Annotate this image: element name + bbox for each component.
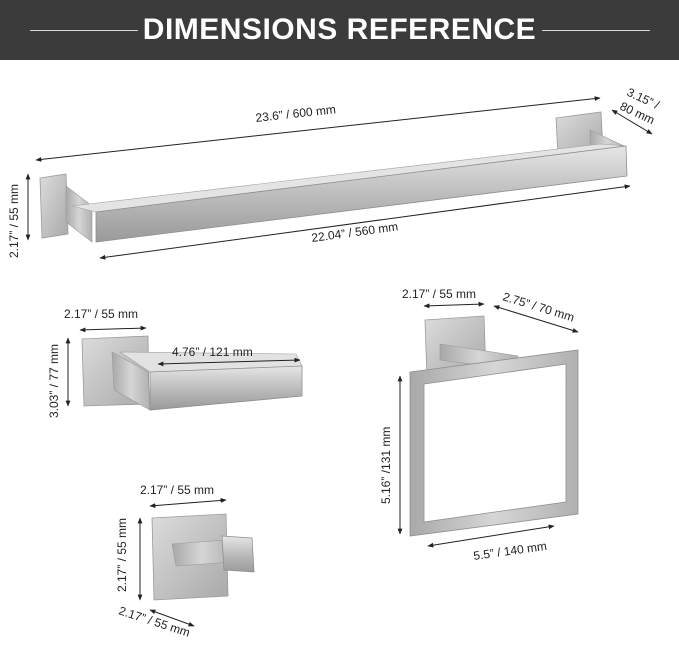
towel-bar — [39, 111, 628, 243]
banner-rule-right — [542, 30, 650, 31]
towel-ring-projection-label: 2.75” / 70 mm — [501, 289, 576, 324]
robe-hook-cap — [221, 535, 255, 573]
title-banner: DIMENSIONS REFERENCE — [0, 0, 679, 60]
banner-rule-left — [30, 30, 138, 31]
towel-bar-length-label: 23.6” / 600 mm — [255, 102, 337, 125]
towel-bar-bar-line — [99, 184, 631, 260]
towel-bar-projection-line — [611, 109, 653, 135]
towel-ring-bottom-label: 5.5” / 140 mm — [472, 539, 547, 563]
towel-bar-left-plate — [39, 173, 69, 239]
towel-ring-height-label: 5.16” /131 mm — [379, 427, 393, 504]
paper-holder-width-label: 2.17” / 55 mm — [64, 307, 138, 321]
towel-bar-height-label: 2.17” / 55 mm — [7, 184, 21, 258]
robe-hook-height-label: 2.17” / 55 mm — [115, 518, 129, 592]
paper-holder-height-label: 3.03” / 77 mm — [47, 344, 61, 418]
robe-hook-width-line — [149, 498, 227, 508]
towel-ring-width-line — [423, 301, 485, 309]
page-title: DIMENSIONS REFERENCE — [142, 13, 537, 46]
towel-ring-projection-line — [493, 305, 579, 333]
towel-ring-bottom-line — [427, 524, 555, 548]
towel-ring-width-label: 2.17” / 55 mm — [402, 287, 476, 301]
towel-ring-frame — [409, 349, 579, 537]
paper-holder-arm-label: 4.76” / 121 mm — [172, 345, 253, 359]
robe-hook-width-label: 2.17” / 55 mm — [140, 483, 214, 497]
towel-ring — [409, 315, 579, 537]
robe-hook — [151, 513, 255, 601]
towel-bar-length-line — [35, 96, 601, 162]
dimension-lines — [25, 96, 653, 627]
towel-bar-left-post — [65, 185, 93, 243]
paper-holder-arm-line — [157, 357, 301, 367]
paper-holder-arm-front — [149, 365, 303, 411]
robe-hook-depth-line — [149, 609, 195, 627]
paper-holder-width-line — [79, 325, 147, 333]
